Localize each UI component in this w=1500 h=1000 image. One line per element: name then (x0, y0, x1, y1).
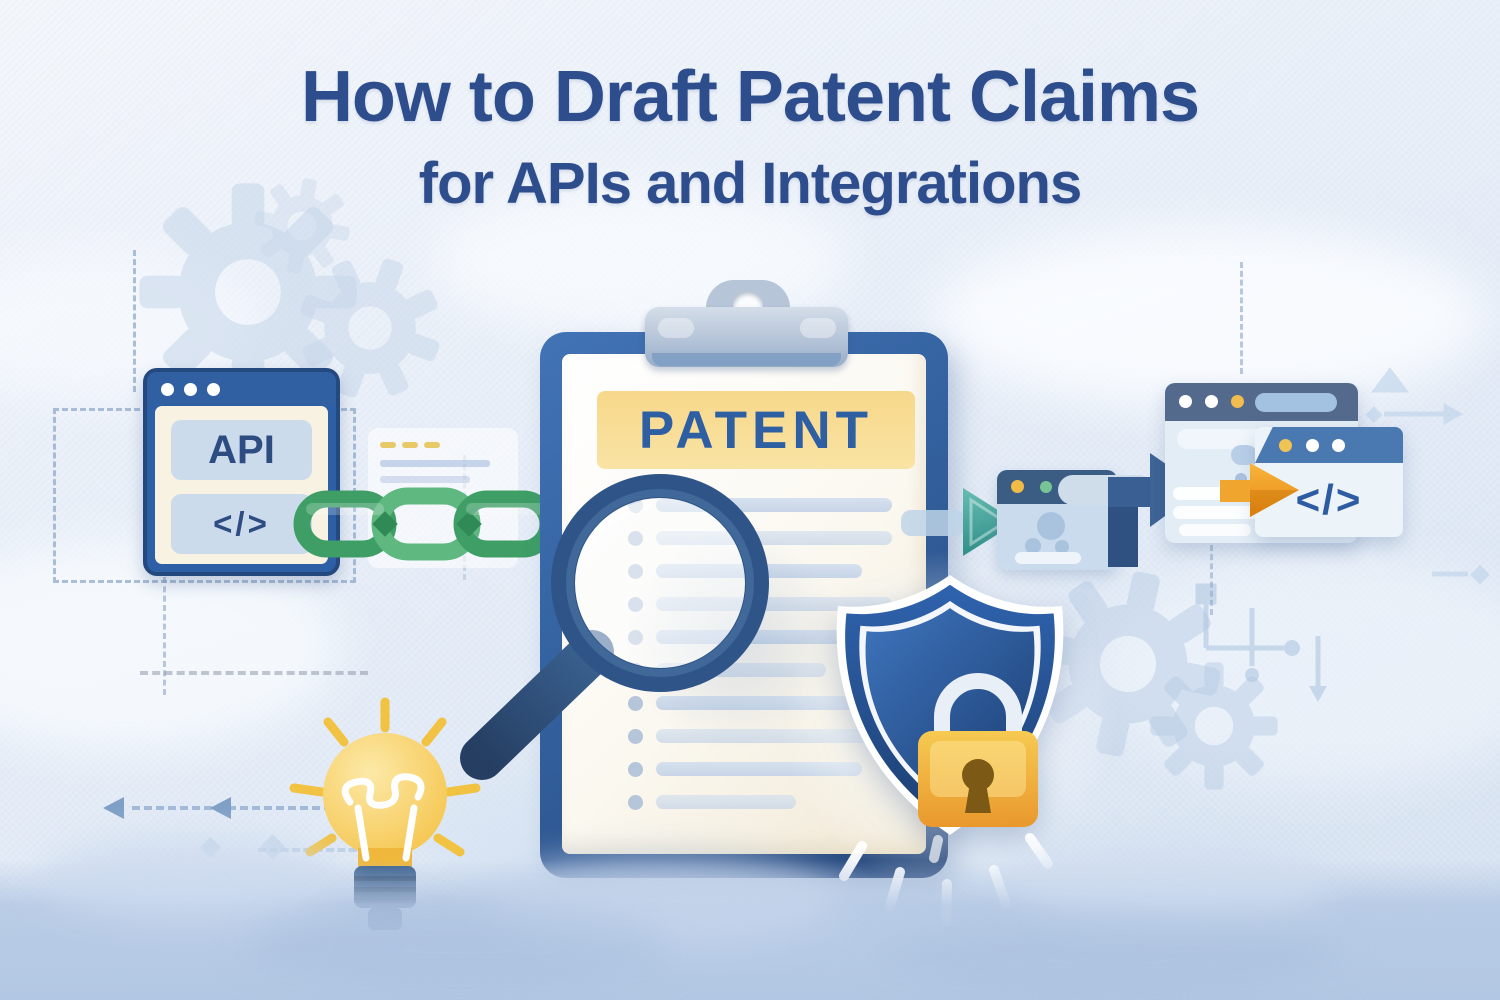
api-label-panel: API (171, 420, 312, 480)
page-title-line2: for APIs and Integrations (418, 151, 1082, 216)
patent-banner: PATENT (597, 391, 915, 469)
shield-icon (836, 575, 1064, 835)
window-titlebar (1255, 427, 1403, 463)
dashed-line-horizontal (140, 671, 368, 675)
content-pill (1179, 524, 1251, 536)
arrow-right-orange-icon (1220, 463, 1299, 517)
document-bullet (628, 696, 643, 711)
content-blob (1037, 512, 1065, 540)
api-label: API (208, 427, 275, 472)
cloud (880, 915, 1340, 1000)
window-dot-icon (1231, 395, 1244, 408)
filament (341, 773, 425, 862)
patent-banner-label: PATENT (638, 400, 874, 460)
window-dot-icon (1179, 395, 1192, 408)
address-bar (1255, 393, 1337, 412)
dashed-arrow-left (132, 806, 332, 810)
document-bullet (628, 729, 643, 744)
dashed-line-vertical (1240, 262, 1243, 374)
arrow-right-teal-icon (901, 488, 1017, 556)
dashed-line-vertical (1210, 545, 1213, 615)
window-dot-icon (207, 383, 220, 396)
code-glyph: </> (213, 505, 270, 542)
document-bullet (628, 795, 643, 810)
dashed-line-vertical (133, 250, 136, 392)
cloud (250, 905, 670, 995)
page-title-line1: How to Draft Patent Claims (300, 57, 1200, 137)
cloud (1010, 842, 1330, 922)
code-glyph: </> (1295, 476, 1363, 523)
document-line (656, 795, 796, 809)
window-dot-icon (1306, 439, 1319, 452)
clip-highlight (658, 318, 694, 338)
arrow-left-icon (210, 797, 231, 819)
arrow-left-icon (103, 797, 124, 819)
lock-icon (918, 673, 1038, 827)
light-rays (289, 697, 481, 857)
dashed-line-vertical (163, 577, 166, 695)
window-dot-icon (1011, 480, 1024, 493)
browser-window-code: </> (1255, 427, 1403, 537)
window-dot-icon (1279, 439, 1292, 452)
window-dot-icon (161, 383, 174, 396)
code-icon: </> (171, 494, 312, 554)
window-dot-icon (1205, 395, 1218, 408)
document-bullet (628, 762, 643, 777)
window-dot-icon (1040, 481, 1052, 493)
chain-link-icon (293, 487, 557, 561)
code-icon: </> (1255, 463, 1403, 537)
magnifier-icon (460, 474, 769, 780)
content-pill (1173, 506, 1271, 519)
window-dot-icon (184, 383, 197, 396)
window-titlebar (1165, 383, 1358, 421)
window-dot-icon (1332, 439, 1345, 452)
window-titlebar (147, 372, 336, 406)
clip-highlight (800, 318, 836, 338)
clip-shadow-edge (652, 353, 841, 366)
cloud (40, 838, 340, 918)
